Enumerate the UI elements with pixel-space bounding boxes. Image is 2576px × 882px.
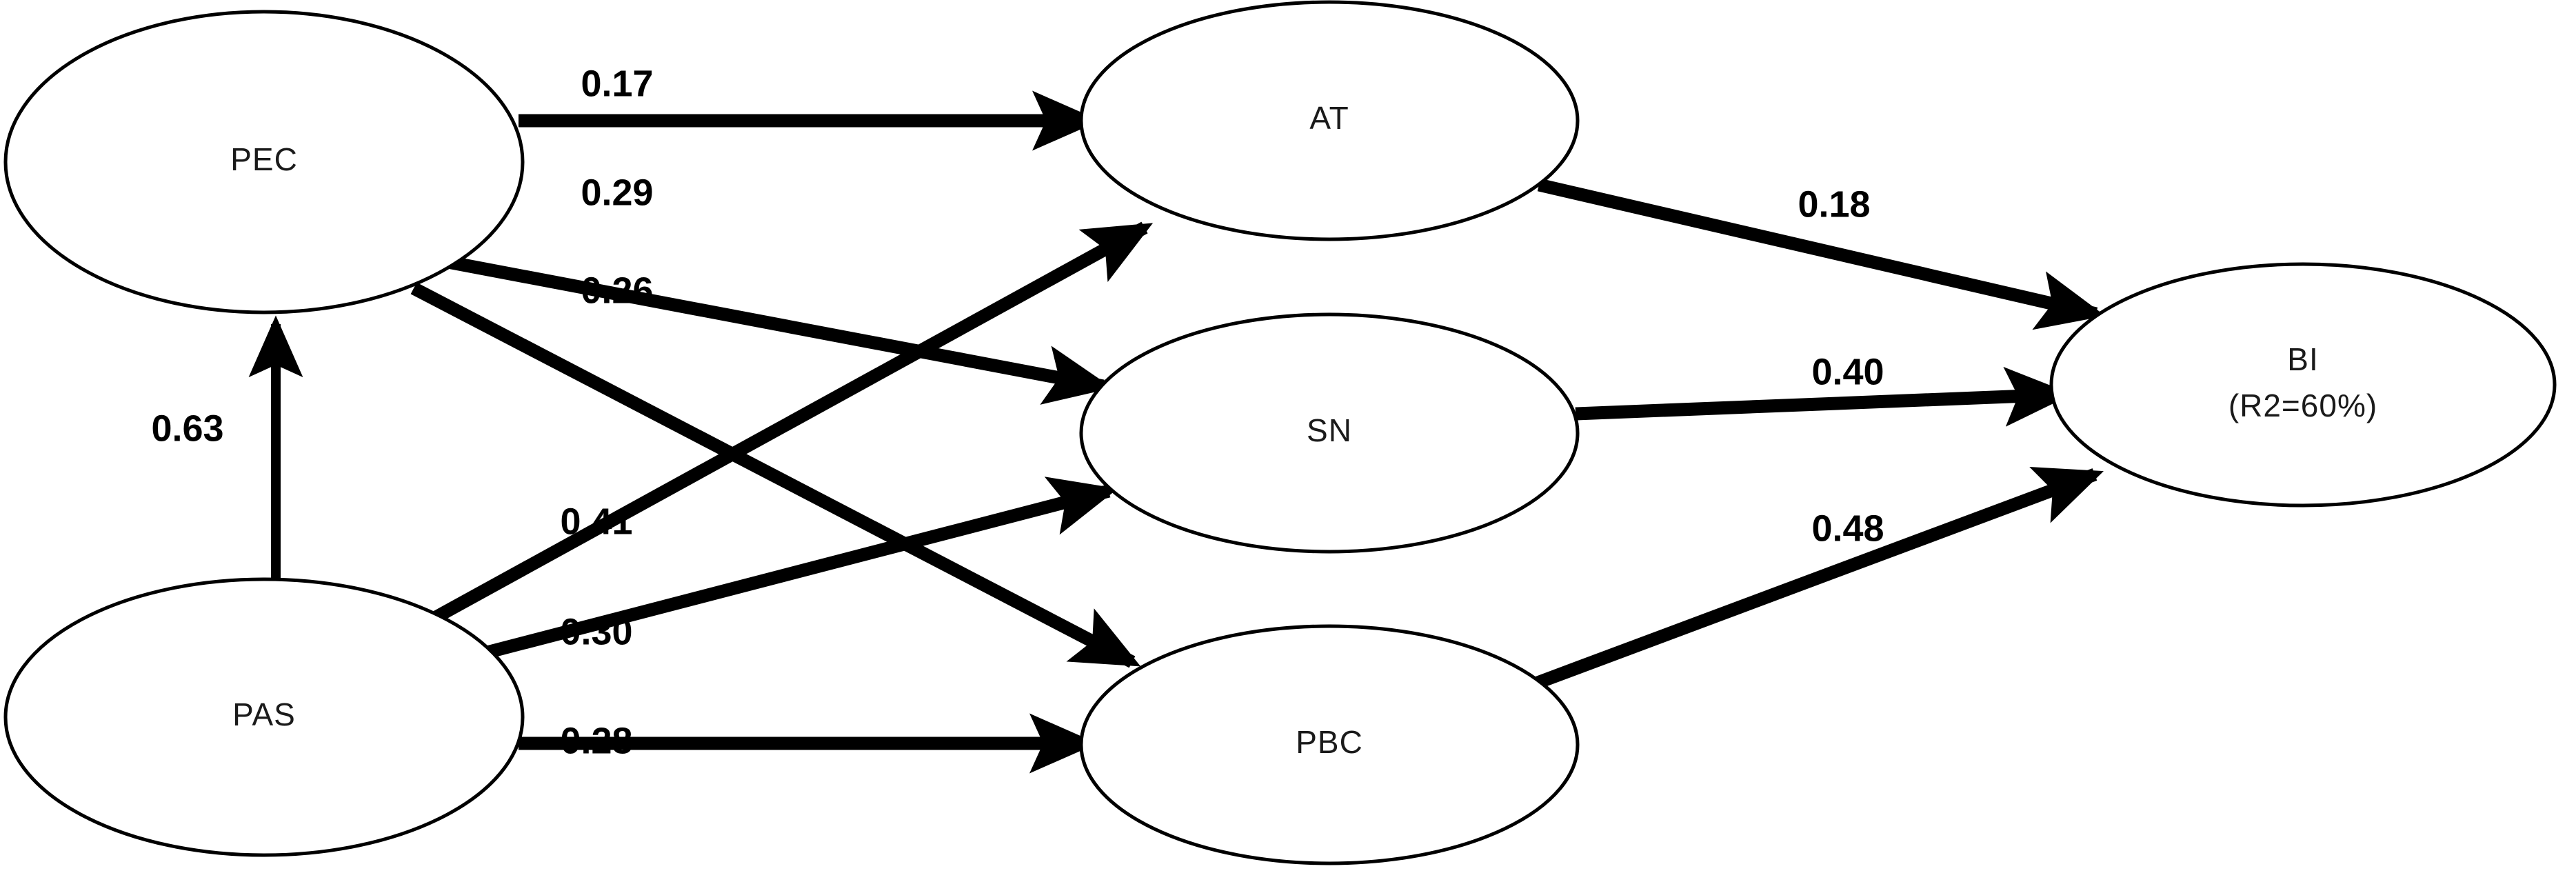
node-sn-label: SN bbox=[1307, 412, 1352, 448]
edge-pas-sn bbox=[443, 477, 1118, 670]
node-at-label: AT bbox=[1309, 100, 1349, 136]
edge-pec-pbc bbox=[410, 282, 1141, 668]
edge-label-at-bi: 0.18 bbox=[1798, 183, 1870, 225]
edge-label-pbc-bi: 0.48 bbox=[1811, 508, 1884, 549]
node-pas-label: PAS bbox=[232, 696, 296, 732]
edge-label-pas-pbc: 0.28 bbox=[560, 720, 632, 761]
edge-sn-bi bbox=[1575, 366, 2073, 427]
edge-label-pas-pec: 0.63 bbox=[151, 408, 223, 449]
node-pbc-ellipse bbox=[1079, 624, 1580, 865]
edge-pbc-bi bbox=[1535, 467, 2104, 689]
node-pbc[interactable]: PBC bbox=[1079, 624, 1580, 865]
edge-label-pec-at: 0.17 bbox=[581, 63, 653, 104]
node-pec-ellipse bbox=[3, 10, 525, 314]
node-pas-ellipse bbox=[3, 577, 525, 857]
node-bi[interactable]: BI (R2=60%) bbox=[2049, 262, 2557, 508]
node-at[interactable]: AT bbox=[1079, 0, 1580, 241]
node-pbc-label: PBC bbox=[1296, 724, 1363, 760]
edge-at-bi bbox=[1537, 178, 2106, 330]
node-bi-label: BI bbox=[2287, 341, 2318, 377]
node-sn-ellipse bbox=[1079, 312, 1580, 554]
edge-pas-at bbox=[414, 221, 1154, 634]
node-bi-ellipse bbox=[2049, 262, 2557, 508]
node-at-ellipse bbox=[1079, 0, 1580, 241]
node-pec[interactable]: PEC bbox=[3, 10, 525, 314]
node-pec-label: PEC bbox=[230, 141, 298, 177]
edge-label-pec-pbc: 0.26 bbox=[581, 270, 653, 311]
edge-pec-sn bbox=[447, 255, 1113, 405]
edge-label-pas-at: 0.41 bbox=[560, 501, 632, 542]
node-pas[interactable]: PAS bbox=[3, 577, 525, 857]
edge-label-pec-sn: 0.29 bbox=[581, 172, 653, 213]
node-sn[interactable]: SN bbox=[1079, 312, 1580, 554]
edge-label-sn-bi: 0.40 bbox=[1811, 351, 1884, 392]
node-bi-r2-label: (R2=60%) bbox=[2228, 388, 2377, 423]
edge-label-pas-sn: 0.30 bbox=[560, 611, 632, 652]
